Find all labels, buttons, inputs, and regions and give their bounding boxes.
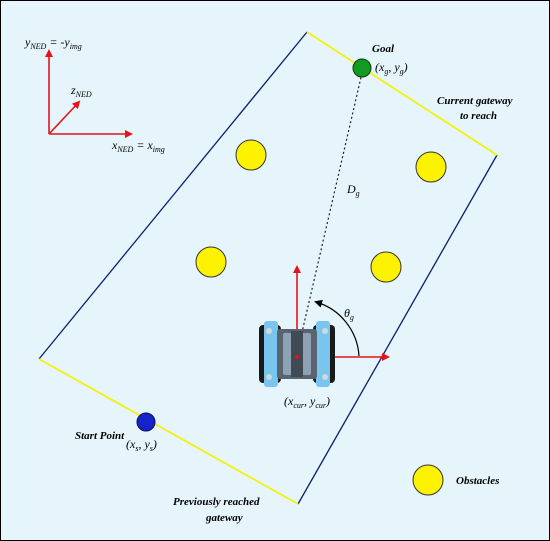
goal-coordinates: (xg, yg) [375, 60, 408, 76]
current-gateway-line [306, 31, 498, 156]
robot-icon [259, 321, 335, 387]
previous-gateway-line [38, 358, 299, 505]
ned-frame: yNED = -yimg zNED xNED = ximg [24, 35, 165, 154]
current-position-label: (xcur, ycur) [284, 394, 330, 410]
obstacle-legend-marker [412, 464, 444, 496]
previous-gateway-label-line2: gateway [205, 512, 243, 524]
z-axis-label: zNED [70, 83, 92, 99]
obstacles-label: Obstacles [456, 475, 499, 487]
current-gateway-label: Current gateway [437, 95, 513, 107]
x-axis-label: xNED = ximg [111, 138, 165, 154]
y-axis-label: yNED = -yimg [24, 35, 82, 51]
start-point-label: Start Point [75, 430, 125, 442]
z-axis-arrow [48, 100, 81, 135]
heading-angle-label: θg [344, 306, 354, 322]
obstacle-marker [235, 139, 267, 171]
corridor-left-boundary [38, 31, 308, 360]
obstacles-group [195, 139, 447, 496]
theta-arc [314, 299, 360, 357]
corridor-right-boundary [297, 154, 498, 505]
start-coordinates: (xs, ys) [126, 437, 157, 453]
goal-label: Goal [372, 43, 395, 55]
previous-gateway-label: Previously reached [173, 496, 260, 508]
obstacle-marker [195, 246, 227, 278]
goal-distance-line [299, 72, 363, 342]
obstacle-marker [415, 151, 447, 183]
goal-distance-label: Dg [346, 182, 360, 198]
current-gateway-label-line2: to reach [460, 110, 497, 122]
obstacle-marker [370, 251, 402, 283]
goal-point [352, 58, 372, 78]
start-point [136, 412, 156, 432]
